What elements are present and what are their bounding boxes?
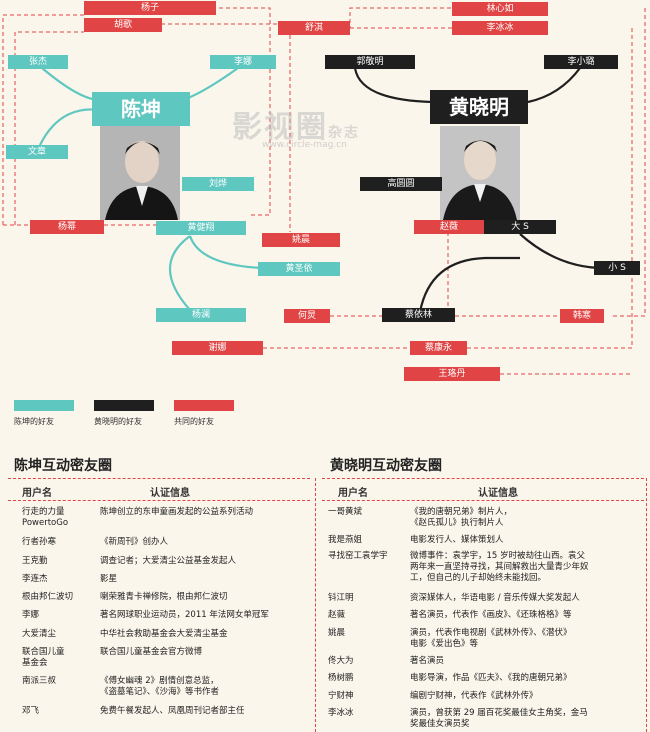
table-row-info: 《我的唐朝兄弟》制片人， 《赵氏孤儿》执行制片人: [410, 507, 513, 528]
left-header-info: 认证信息: [150, 488, 190, 499]
legend-label-chenkun: 陈坤的好友: [14, 417, 54, 426]
table-row-info: 中华社会救助基金会大爱清尘基金: [100, 629, 228, 639]
table-row-user: 根由邦仁波切: [22, 592, 74, 602]
table-row-user: 钭江明: [328, 593, 354, 603]
chenkun-photo: [100, 126, 180, 220]
table-row-user: 一哥黄斌: [328, 507, 363, 517]
label-huangjianxiang: 黄健翔: [156, 221, 246, 235]
huangxiaoming-photo: [440, 126, 520, 220]
table-row-info: 《傅女幽魂 2》剧情创意总监， 《盗墓笔记》、《沙海》等书作者: [100, 676, 220, 697]
table-row-user: 杨树鹏: [328, 673, 354, 683]
table-row-user: 邓飞: [22, 706, 40, 716]
table-row-info: 著名演员: [410, 656, 445, 666]
table-row-info: 《新周刊》创办人: [100, 537, 169, 547]
table-row-user: 大爱清尘: [22, 629, 57, 639]
table-row-info: 资深媒体人，华语电影 / 音乐传媒大奖发起人: [410, 593, 580, 603]
label-caikangyong: 蔡康永: [410, 341, 467, 355]
label-wangluodan: 王珞丹: [404, 367, 500, 381]
label-lixiaolu: 李小璐: [544, 55, 618, 69]
label-huge: 胡歌: [84, 18, 162, 32]
label-gaoyuanyuan: 高圆圆: [360, 177, 442, 191]
label-huangshengyi: 黄圣依: [258, 262, 340, 276]
right-table-title: 黄晓明互动密友圈: [330, 458, 442, 474]
table-row-info: 电影发行人、媒体策划人: [410, 535, 504, 545]
label-zhaowei: 赵薇: [414, 220, 484, 234]
table-row-user: 赵薇: [328, 610, 346, 620]
label-yangyuan: 杨澜: [156, 308, 246, 322]
table-row-info: 联合国儿童基金会官方微博: [100, 647, 203, 657]
legend-label-huangxiaoming: 黄晓明的好友: [94, 417, 142, 426]
watermark-logo: 影视圈杂志: [232, 110, 360, 145]
legend-label-common: 共同的好友: [174, 417, 214, 426]
right-header-user: 用户名: [338, 488, 368, 499]
center-chenkun-label: 陈坤: [92, 92, 190, 126]
table-row-info: 著名网球职业运动员，2011 年法网女单冠军: [100, 610, 269, 620]
table-row-user: 宁财神: [328, 691, 354, 701]
left-header-user: 用户名: [22, 488, 52, 499]
table-row-info: 喇荣雅青卡禅修院，根由邦仁波切: [100, 592, 228, 602]
table-row-info: 演员，代表作电视剧《武林外传》、《潜伏》 电影《爱出色》等: [410, 628, 572, 649]
label-caiyilin: 蔡依林: [382, 308, 455, 322]
label-zhangjie: 张杰: [8, 55, 68, 69]
right-header-info: 认证信息: [478, 488, 518, 499]
table-row-user: 寻找窑工袁学宇: [328, 551, 388, 561]
table-row-user: 李冰冰: [328, 708, 354, 718]
watermark-url: www.circle-mag.cn: [262, 140, 347, 150]
table-row-user: 王克勤: [22, 556, 48, 566]
legend-swatch-huangxiaoming: [94, 400, 154, 411]
table-row-user: 行者孙寒: [22, 537, 57, 547]
label-hanhan: 韩寒: [560, 309, 604, 323]
table-row-user: 我是燕姐: [328, 535, 363, 545]
legend-swatch-common: [174, 400, 234, 411]
label-libingbing: 李冰冰: [452, 21, 548, 35]
label-xiaos: 小 S: [594, 261, 640, 275]
label-yaochen: 姚晨: [262, 233, 340, 247]
label-das: 大 S: [484, 220, 556, 234]
left-table-title: 陈坤互动密友圈: [14, 458, 112, 474]
table-row-user: 联合国儿童 基金会: [22, 647, 65, 668]
table-row-user: 南派三叔: [22, 676, 57, 686]
label-xiena: 谢娜: [172, 341, 263, 355]
table-row-info: 著名演员，代表作《画皮》、《还珠格格》等: [410, 610, 572, 620]
person-silhouette-icon: [440, 126, 520, 220]
table-row-info: 编剧宁财神，代表作《武林外传》: [410, 691, 538, 701]
label-wenzhang: 文章: [6, 145, 68, 159]
legend-swatch-chenkun: [14, 400, 74, 411]
table-row-info: 演员，曾获第 29 届百花奖最佳女主角奖，金马 奖最佳女演员奖: [410, 708, 588, 729]
table-row-info: 陈坤创立的东申童画发起的公益系列活动: [100, 507, 254, 517]
label-liuye: 刘烨: [182, 177, 254, 191]
label-yangmi: 杨幂: [30, 220, 104, 234]
center-huangxiaoming-label: 黄晓明: [430, 90, 528, 124]
person-silhouette-icon: [100, 126, 180, 220]
table-row-user: 李娜: [22, 610, 40, 620]
table-row-info: 电影导演，作品《匹夫》、《我的唐朝兄弟》: [410, 673, 572, 683]
table-row-user: 李连杰: [22, 574, 48, 584]
table-row-info: 影星: [100, 574, 118, 584]
table-row-info: 免费午餐发起人、凤凰周刊记者部主任: [100, 706, 245, 716]
label-lina: 李娜: [210, 55, 276, 69]
label-heji: 何炅: [284, 309, 330, 323]
table-row-user: 姚晨: [328, 628, 346, 638]
label-guojingming: 郭敬明: [325, 55, 415, 69]
table-row-info: 调查记者；大爱清尘公益基金发起人: [100, 556, 237, 566]
label-linxinru: 林心如: [452, 2, 548, 16]
table-row-info: 微博事件：袁学宇，15 岁时被劫往山西。袁父 两年来一直坚持寻找，其间解救出大量…: [410, 551, 589, 583]
table-row-user: 行走的力量 PowertoGo: [22, 507, 69, 528]
label-yangzi: 杨子: [84, 1, 216, 15]
table-row-user: 佟大为: [328, 656, 354, 666]
label-shuqi: 舒淇: [278, 21, 350, 35]
